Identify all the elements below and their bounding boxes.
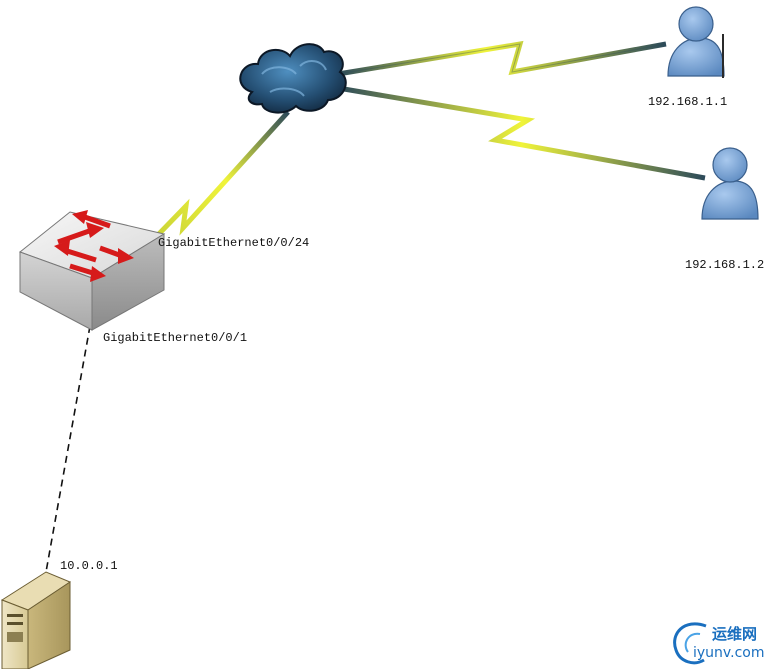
link-cloud-user2	[337, 85, 706, 181]
link-cloud-user1	[337, 40, 667, 77]
server-ip-label: 10.0.0.1	[60, 559, 118, 573]
user-icon	[667, 6, 725, 78]
watermark-logo-icon	[673, 622, 707, 665]
host2-ip-label: 192.168.1.2	[685, 258, 765, 272]
server-icon	[0, 571, 72, 669]
user-icon	[701, 147, 759, 220]
watermark-cn: 运维网	[712, 625, 758, 643]
cloud-icon	[239, 43, 347, 114]
link-switch-cloud	[151, 110, 290, 242]
link-switch-server	[45, 325, 91, 573]
switch-port-uplink-label: GigabitEthernet0/0/24	[158, 236, 310, 250]
switch-port-server-label: GigabitEthernet0/0/1	[103, 331, 248, 345]
host1-ip-label: 192.168.1.1	[648, 95, 728, 109]
switch-icon	[18, 210, 166, 331]
watermark-en: iyunv.com	[693, 645, 765, 661]
